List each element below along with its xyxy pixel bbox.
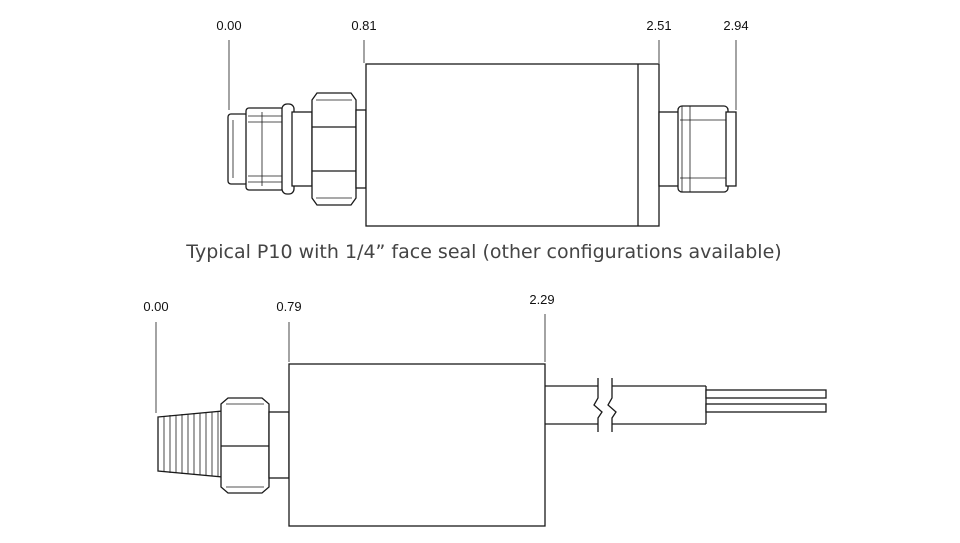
transducer-body-bottom [288,363,546,527]
dim-label-bottom-1: 0.79 [276,299,301,314]
flying-leads [705,389,827,413]
dim-label-top-1: 0.81 [351,18,376,33]
cable [545,378,827,432]
dim-label-top-2: 2.51 [646,18,671,33]
connector-threads [680,106,726,192]
dim-label-top-3: 2.94 [723,18,748,33]
cable-break-symbol [593,378,617,432]
face-seal-gland [227,103,313,195]
npt-transducer-drawing: 0.00 0.79 2.29 [143,292,827,527]
electrical-connector-top [658,105,737,193]
npt-threaded-port [157,410,224,478]
drawing-caption: Typical P10 with 1/4” face seal (other c… [185,241,781,263]
dim-label-top-0: 0.00 [216,18,241,33]
dim-label-bottom-0: 0.00 [143,299,168,314]
face-seal-transducer-drawing: 0.00 0.81 2.51 2.94 [185,18,781,263]
extension-lines-bottom [155,314,546,413]
npt-threads [163,411,219,477]
dim-label-bottom-2: 2.29 [529,292,554,307]
extension-lines-top [228,40,737,110]
transducer-body-top [365,63,660,227]
hex-nut-top [311,92,367,206]
gland-threads [248,112,282,186]
hex-nut-bottom [220,397,290,494]
